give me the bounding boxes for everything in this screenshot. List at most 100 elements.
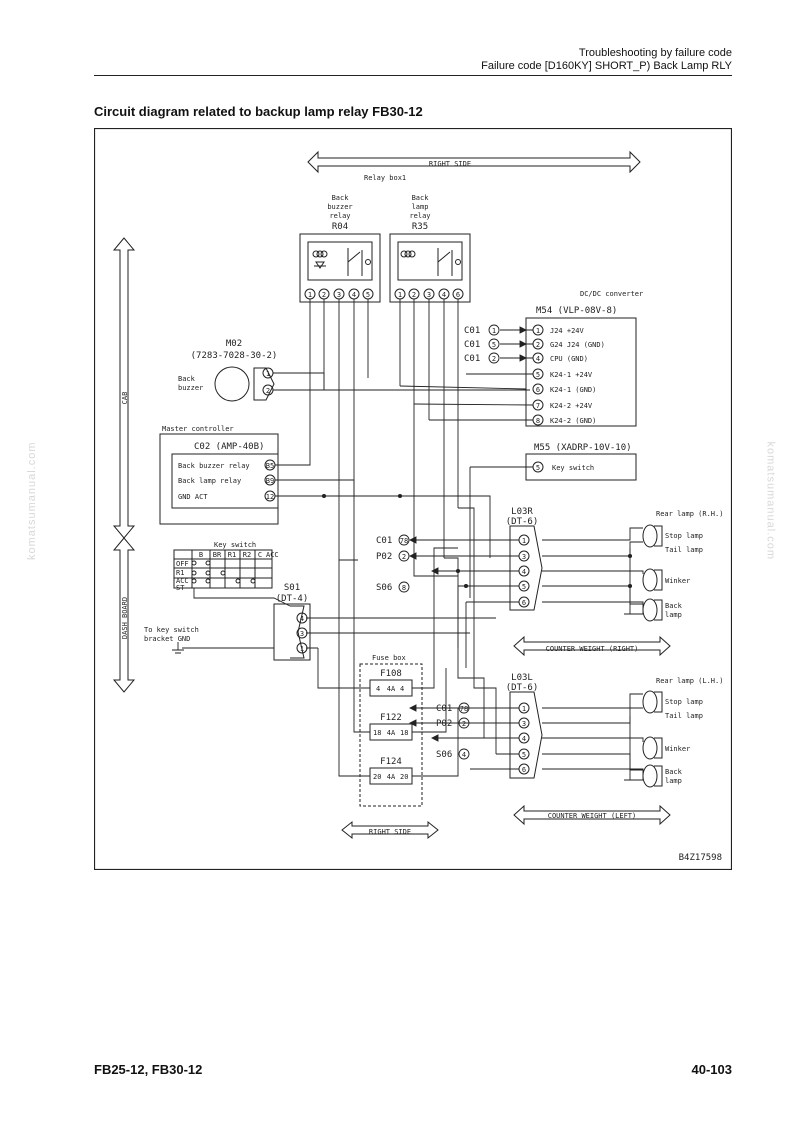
- r04-line1: Back: [332, 194, 350, 202]
- svg-text:R2: R2: [243, 551, 251, 559]
- m54-pin: 6: [536, 386, 540, 394]
- fuse-pin: 4: [400, 685, 404, 693]
- l03r-pin: 4: [522, 568, 526, 576]
- watermark-left: komatsumanual.com: [26, 441, 38, 561]
- r04-line2: buzzer: [327, 203, 352, 211]
- master-pin: 12: [266, 493, 274, 501]
- master-code: C02 (AMP-40B): [194, 442, 264, 452]
- fuse-code: F122: [380, 713, 402, 723]
- svg-text:1: 1: [308, 291, 312, 299]
- fuse-pin: 20: [400, 773, 408, 781]
- master-label: Master controller: [162, 425, 234, 433]
- svg-text:6: 6: [456, 291, 460, 299]
- lamp-name: Tail lamp: [665, 546, 703, 554]
- m54-signal: K24-1 (GND): [550, 386, 596, 394]
- keysw-rows: OFF R1 ACC ST: [176, 560, 189, 592]
- svg-text:ST: ST: [176, 584, 185, 592]
- s01-pin: 4: [300, 615, 304, 623]
- svg-text:R1: R1: [176, 569, 184, 577]
- s01-gnd-label-2: bracket GND: [144, 635, 190, 643]
- l03r-ext-pin: 8: [402, 584, 406, 592]
- keysw-columns: B BR R1 R2 C ACC: [199, 551, 279, 559]
- svg-text:B: B: [199, 551, 203, 559]
- dcdc-label: DC/DC converter: [580, 290, 643, 298]
- fuse-rating: 4A: [387, 685, 396, 693]
- svg-text:R1: R1: [228, 551, 236, 559]
- fuse-rating: 4A: [387, 773, 396, 781]
- l03r-ext-connector: P02: [376, 552, 392, 562]
- m02-pin-1: 1: [266, 370, 270, 378]
- m55-code: M55 (XADRP-10V-10): [534, 443, 632, 453]
- fuse-code: F124: [380, 757, 402, 767]
- lamp-name: Winker: [665, 577, 690, 585]
- m54-pin: 5: [536, 371, 540, 379]
- svg-text:4: 4: [442, 291, 446, 299]
- svg-text:3: 3: [427, 291, 431, 299]
- fuse-code: F108: [380, 669, 402, 679]
- l03l-pin: 5: [522, 751, 526, 759]
- drawing-number: B4Z17598: [679, 853, 722, 863]
- dcdc-code: M54 (VLP-08V-8): [536, 306, 617, 316]
- header-rule: [94, 75, 732, 76]
- label-cw-left: COUNTER WEIGHT (LEFT): [548, 812, 637, 820]
- l03l-ext-pin: 2: [462, 720, 466, 728]
- lamp-name: lamp: [665, 611, 682, 619]
- r04-line3: relay: [329, 212, 350, 220]
- master-signal: Back lamp relay: [178, 477, 241, 485]
- page-title: Circuit diagram related to backup lamp r…: [94, 104, 423, 119]
- r35-line1: Back: [412, 194, 430, 202]
- svg-text:5: 5: [366, 291, 370, 299]
- s01-gnd-label-1: To key switch: [144, 626, 199, 634]
- fuse-rating: 4A: [387, 729, 396, 737]
- label-cab: CAB: [121, 392, 129, 405]
- l03l-code: L03L: [511, 673, 533, 683]
- l03r-ext-connector: S06: [376, 583, 392, 593]
- m54-signal: G24 J24 (GND): [550, 341, 605, 349]
- svg-text:C: C: [258, 551, 262, 559]
- watermark-right: komatsumanual.com: [764, 441, 776, 561]
- master-signal: Back buzzer relay: [178, 462, 250, 470]
- lamp-name: Stop lamp: [665, 532, 703, 540]
- m54-ext-connector: C01: [464, 340, 480, 350]
- master-pin: B9: [266, 477, 274, 485]
- svg-text:ACC: ACC: [176, 577, 189, 585]
- label-dash-board: DASH BOARD: [121, 597, 129, 639]
- m54-ext-connector: C01: [464, 326, 480, 336]
- header-line-2: Failure code [D160KY] SHORT_P) Back Lamp…: [481, 60, 732, 72]
- l03r-pin: 3: [522, 553, 526, 561]
- m54-pin: 4: [536, 355, 540, 363]
- m55-pin: 5: [536, 464, 540, 472]
- l03l-pin: 6: [522, 766, 526, 774]
- footer-page-number: 40-103: [691, 1062, 732, 1077]
- m54-ext-pin: 5: [492, 341, 496, 349]
- lamp-name: Back: [665, 602, 683, 610]
- m02-pin-2: 2: [266, 387, 270, 395]
- l03l-pin: 4: [522, 735, 526, 743]
- m54-signal: K24-2 (GND): [550, 417, 596, 425]
- l03r-pin: 5: [522, 583, 526, 591]
- svg-text:BR: BR: [213, 551, 222, 559]
- header-line-1: Troubleshooting by failure code: [578, 47, 732, 59]
- l03l-title: Rear lamp (L.H.): [656, 677, 723, 685]
- fuse-pin: 18: [400, 729, 408, 737]
- svg-text:3: 3: [337, 291, 341, 299]
- r35-code: R35: [412, 222, 428, 232]
- m02-part: (7283-7028-30-2): [191, 351, 278, 361]
- m54-signal: J24 +24V: [550, 327, 585, 335]
- m54-ext-connector: C01: [464, 354, 480, 364]
- footer-model: FB25-12, FB30-12: [94, 1062, 203, 1077]
- m54-signal: K24-1 +24V: [550, 371, 593, 379]
- l03r-type: (DT-6): [506, 517, 539, 527]
- fuse-pin: 4: [376, 685, 380, 693]
- master-pin: B5: [266, 462, 274, 470]
- m02-label-1: Back: [178, 375, 196, 383]
- m54-ext-pin: 2: [492, 355, 496, 363]
- svg-text:2: 2: [322, 291, 326, 299]
- master-signal: GND ACT: [178, 493, 208, 501]
- keysw-label: Key switch: [214, 541, 256, 549]
- m02-code: M02: [226, 339, 242, 349]
- page-header: Troubleshooting by failure code Failure …: [481, 47, 732, 73]
- m54-pin: 2: [536, 341, 540, 349]
- lamp-name: Tail lamp: [665, 712, 703, 720]
